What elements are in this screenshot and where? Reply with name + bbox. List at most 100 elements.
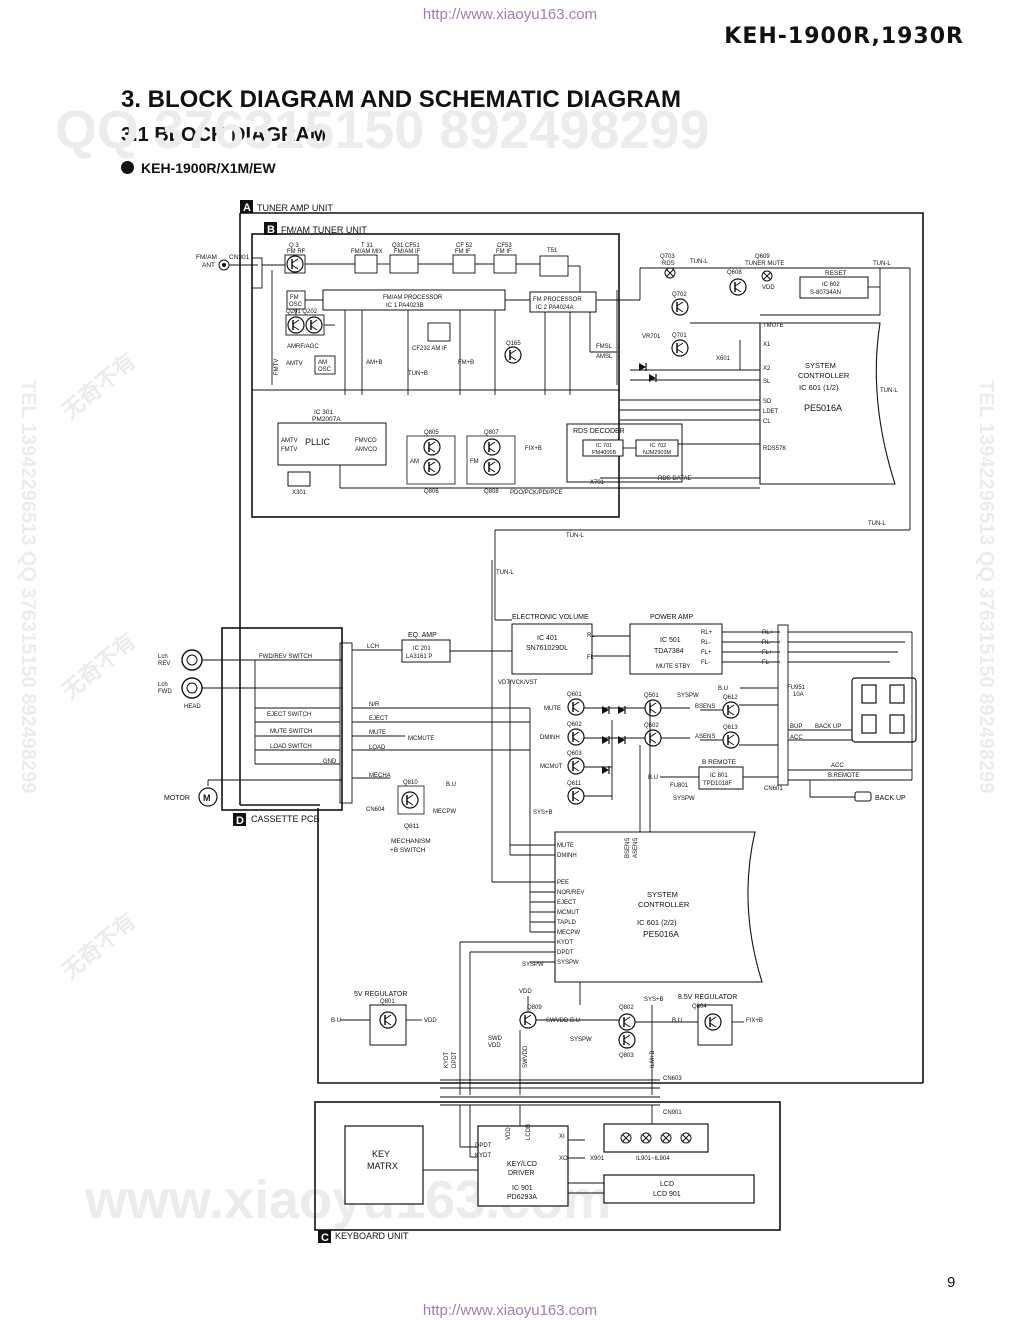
diagram-label: Q701 [672, 333, 687, 339]
diagram-label: FL+ [762, 650, 773, 656]
diagram-label: TUN-L [496, 570, 514, 576]
diagram-label: 8.5V REGULATOR [678, 994, 737, 1001]
antenna-jack-icon [218, 259, 230, 271]
diagram-label: T51 [547, 248, 558, 254]
diagram-label: ACC [790, 735, 803, 741]
diagram-label: TPD1018F [703, 781, 732, 787]
diagram-label: AMRF/AGC [287, 344, 319, 350]
diagram-label: VDD [762, 285, 775, 291]
diagram-label: SYS+B [644, 997, 664, 1003]
head-fwd-icon [181, 677, 203, 699]
diagram-label: CN603 [663, 1076, 682, 1082]
ic1-label-1: FM/AM PROCESSOR [383, 295, 443, 301]
diagram-label: B.U [672, 1018, 682, 1024]
diagram-label: CF232 AM IF [412, 346, 448, 352]
key-lcd-driver-box [477, 1125, 569, 1207]
diagram-label: Q703 [660, 254, 675, 260]
diagram-label: X1 [763, 342, 771, 348]
diagram-label: BACK UP [815, 724, 841, 730]
unit-c-tag: C KEYBOARD UNIT [318, 1230, 409, 1244]
diagram-label: LA3161 P [406, 654, 432, 660]
diagram-label: FIX+B [746, 1018, 763, 1024]
diagram-label: PD6293A [507, 1194, 537, 1201]
diagram-label: MOTOR [164, 795, 190, 802]
x301-crystal-icon [287, 471, 311, 487]
diagram-label: X901 [590, 1156, 605, 1162]
q3-transistor-icon [286, 255, 304, 273]
diagram-label: FWD/REV SWITCH [259, 654, 312, 660]
q802-transistor-icon [618, 1013, 636, 1031]
diagram-label: ASENS [695, 734, 715, 740]
diagram-label: DMINH [557, 853, 577, 859]
diagram-label: MATRX [367, 1161, 398, 1171]
diagram-label: VDD [506, 1127, 512, 1140]
diagram-label: FMTV [281, 447, 297, 453]
diagram-label: KEYBOARD UNIT [335, 1231, 409, 1241]
diagram-label: FIX+B [525, 446, 542, 452]
diagram-label: FMVCO [355, 438, 377, 444]
diagram-label: TUN-L [868, 521, 886, 527]
watermark-cn-2: 无奇不有 [57, 628, 140, 704]
q31-box [389, 254, 419, 274]
t31-box [354, 254, 378, 274]
diagram-label: N/R [369, 702, 380, 708]
head-rev-icon [181, 649, 203, 671]
diagram-label: IC 401 [537, 635, 558, 642]
q165-transistor-icon [504, 346, 522, 364]
q609-tuner-mute-led-icon [761, 270, 773, 282]
model-header: KEH-1900R,1930R [724, 24, 964, 49]
diagram-label: X2 [763, 366, 771, 372]
diagram-label: SYSPW [522, 962, 544, 968]
diagram-label: Q613 [723, 725, 738, 731]
diagram-label: FU801 [670, 783, 689, 789]
diagram-label: RL+ [762, 630, 774, 636]
bullet-icon [121, 161, 134, 174]
diagram-label: Q809 [527, 1005, 542, 1011]
diagram-label: Q612 [723, 695, 738, 701]
diagram-label: Q801 [380, 999, 395, 1005]
system-controller-2-box [554, 831, 763, 983]
diagram-label: EJECT [369, 716, 388, 722]
diagram-label: FMSL [596, 344, 613, 350]
diagram-label: AMSL [596, 354, 613, 360]
diagram-label: AM [410, 459, 419, 465]
diagram-label: MCMUT [540, 764, 563, 770]
diagram-label: Q611 [567, 781, 582, 787]
ic1-label-2: IC 1 PA4023B [386, 303, 424, 309]
diagram-label: TUN-L [880, 388, 898, 394]
watermark-cn-1: 无奇不有 [57, 348, 140, 424]
diagram-label: SWVDD [546, 1018, 569, 1024]
diagram-label: FM IF [496, 249, 512, 255]
lamp-icon-2 [640, 1132, 652, 1144]
diagram-label: EJECT [557, 900, 576, 906]
diagram-label: LDET [763, 409, 779, 415]
q701-transistor-icon [671, 339, 689, 357]
diode-icon-3 [601, 705, 610, 715]
q202-transistor-icon [305, 316, 323, 334]
diagram-label: B.U [331, 1018, 341, 1024]
diode-icon-5 [601, 735, 610, 745]
diagram-label: SYSPW [557, 960, 579, 966]
diagram-label: RDS DATAE [658, 476, 691, 482]
diagram-label: AMTV [286, 361, 303, 367]
diagram-label: IC 801 [710, 773, 728, 779]
diagram-label: ASENS [633, 838, 639, 858]
diagram-label: SN761029DL [526, 645, 568, 652]
diagram-label: Q603 [567, 751, 582, 757]
diagram-label: RL [587, 633, 595, 639]
diagram-label: CONTROLLER [638, 900, 690, 909]
q806-transistor-icon [423, 458, 441, 476]
diagram-label: Q811 [404, 823, 420, 830]
electronic-volume-box [511, 623, 593, 675]
diagram-label: CONTROLLER [798, 371, 850, 380]
diagram-label: FM/AM TUNER UNIT [281, 225, 367, 235]
diagram-label: SWD [488, 1036, 503, 1042]
diagram-label: MUTE SWITCH [270, 729, 312, 735]
diagram-label: DMINH [540, 735, 560, 741]
diagram-label: CL [763, 419, 771, 425]
diagram-label: Q810 [403, 780, 418, 786]
diagram-label: RESET [825, 270, 847, 277]
diagram-label: Q502 [644, 723, 659, 729]
watermark-tel-left: TEL 13942296513 QQ 376315150 892498299 [17, 380, 39, 793]
diagram-label: 5V REGULATOR [354, 991, 407, 998]
